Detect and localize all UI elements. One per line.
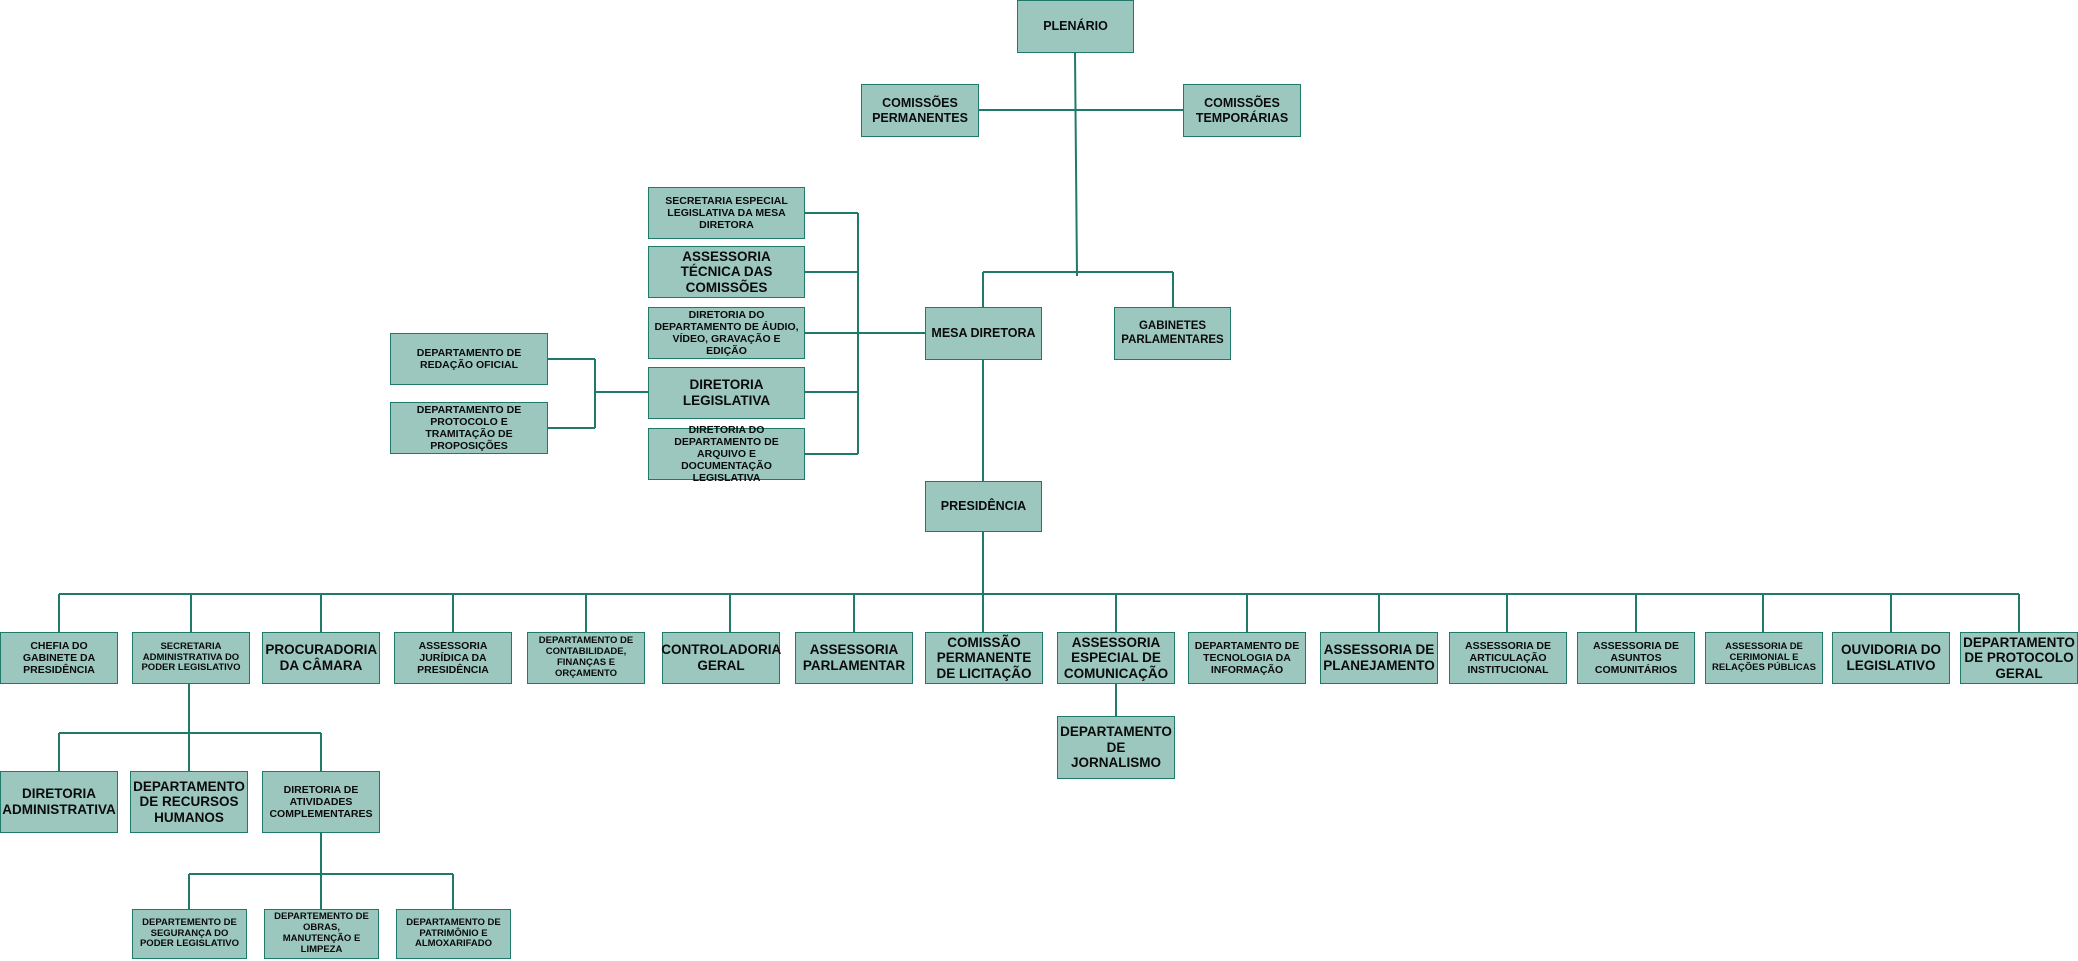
node-label: SECRETARIA ESPECIAL LEGISLATIVA DA MESA … [665,194,788,232]
node-dept-protocolo-tramitacao: DEPARTAMENTO DE PROTOCOLO E TRAMITAÇÃO D… [390,402,548,454]
node-label: DEPARTAMENTO DE PATRIMÔNIO E ALMOXARIFAD… [406,916,501,950]
node-label: ASSESSORIA PARLAMENTAR [802,642,906,673]
node-label: ASSESSORIA DE PLANEJAMENTO [1323,642,1435,673]
node-label: PLENÁRIO [1043,19,1108,34]
node-label: ASSESSORIA DE CERIMONIAL E RELAÇÕES PÚBL… [1712,640,1816,674]
node-label: DIRETORIA LEGISLATIVA [682,377,771,408]
node-label: CHEFIA DO GABINETE DA PRESIDÊNCIA [22,639,96,677]
node-ouvidoria: OUVIDORIA DO LEGISLATIVO [1832,632,1950,684]
node-assessoria-comunicacao: ASSESSORIA ESPECIAL DE COMUNICAÇÃO [1057,632,1175,684]
node-label: DEPARTEMENTO DE OBRAS, MANUTENÇÃO E LIMP… [274,911,369,955]
node-label: SECRETARIA ADMINISTRATIVA DO PODER LEGIS… [141,640,241,674]
node-assessoria-cerimonial: ASSESSORIA DE CERIMONIAL E RELAÇÕES PÚBL… [1705,632,1823,684]
node-dept-recursos-humanos: DEPARTAMENTO DE RECURSOS HUMANOS [130,771,248,833]
node-comissao-licitacao: COMISSÃO PERMANENTE DE LICITAÇÃO [925,632,1043,684]
node-label: DEPARTAMENTO DE TECNOLOGIA DA INFORMAÇÃO [1194,639,1300,677]
node-assessoria-planejamento: ASSESSORIA DE PLANEJAMENTO [1320,632,1438,684]
node-label: GABINETES PARLAMENTARES [1121,320,1224,346]
node-presidencia: PRESIDÊNCIA [925,481,1042,532]
node-assessoria-juridica: ASSESSORIA JURÍDICA DA PRESIDÊNCIA [394,632,512,684]
node-label: DEPARTAMENTO DE PROTOCOLO GERAL [1963,634,2075,681]
node-diretoria-arquivo: DIRETORIA DO DEPARTAMENTO DE ARQUIVO E D… [648,424,805,484]
node-label: DEPARTAMENTO DE JORNALISMO [1060,724,1172,771]
node-dept-obras: DEPARTEMENTO DE OBRAS, MANUTENÇÃO E LIMP… [264,909,379,959]
node-dept-patrimonio: DEPARTAMENTO DE PATRIMÔNIO E ALMOXARIFAD… [396,909,511,959]
node-mesa-diretora: MESA DIRETORA [925,307,1042,360]
node-label: COMISSÕES TEMPORÁRIAS [1195,96,1289,125]
node-comissoes-temporarias: COMISSÕES TEMPORÁRIAS [1183,84,1301,137]
node-label: DIRETORIA DO DEPARTAMENTO DE ÁUDIO, VÍDE… [654,308,799,358]
node-label: ASSESSORIA ESPECIAL DE COMUNICAÇÃO [1063,634,1169,681]
node-label: DEPARTAMENTO DE CONTABILIDADE, FINANÇAS … [538,635,634,679]
node-label: DEPARTAMENTO DE RECURSOS HUMANOS [133,778,245,825]
node-assessoria-articulacao: ASSESSORIA DE ARTICULAÇÃO INSTITUCIONAL [1449,632,1567,684]
node-dept-tecnologia: DEPARTAMENTO DE TECNOLOGIA DA INFORMAÇÃO [1188,632,1306,684]
node-secretaria-administrativa: SECRETARIA ADMINISTRATIVA DO PODER LEGIS… [132,632,250,684]
node-label: MESA DIRETORA [931,326,1036,341]
node-diretoria-administrativa: DIRETORIA ADMINISTRATIVA [0,771,118,833]
node-assessoria-parlamentar: ASSESSORIA PARLAMENTAR [795,632,913,684]
node-controladoria: CONTROLADORIA GERAL [661,632,782,684]
node-dept-jornalismo: DEPARTAMENTO DE JORNALISMO [1057,716,1175,779]
node-label: DIRETORIA DE ATIVIDADES COMPLEMENTARES [269,783,373,821]
node-dept-protocolo-geral: DEPARTAMENTO DE PROTOCOLO GERAL [1960,632,2078,684]
connector [1074,52,1078,277]
node-label: ASSESSORIA DE ARTICULAÇÃO INSTITUCIONAL [1465,639,1551,677]
node-label: DEPARTAMENTO DE PROTOCOLO E TRAMITAÇÃO D… [416,403,522,453]
node-diretoria-legislativa: DIRETORIA LEGISLATIVA [648,367,805,419]
node-dept-seguranca: DEPARTEMENTO DE SEGURANÇA DO PODER LEGIS… [132,909,247,959]
node-label: ASSESSORIA DE ASUNTOS COMUNITÁRIOS [1593,639,1679,677]
node-diretoria-audio: DIRETORIA DO DEPARTAMENTO DE ÁUDIO, VÍDE… [648,307,805,359]
node-diretoria-atividades: DIRETORIA DE ATIVIDADES COMPLEMENTARES [262,771,380,833]
node-dept-contabilidade: DEPARTAMENTO DE CONTABILIDADE, FINANÇAS … [527,632,645,684]
node-label: ASSESSORIA TÉCNICA DAS COMISSÕES [680,248,773,295]
node-chefia-gabinete: CHEFIA DO GABINETE DA PRESIDÊNCIA [0,632,118,684]
node-label: DIRETORIA DO DEPARTAMENTO DE ARQUIVO E D… [674,423,779,485]
node-secretaria-especial: SECRETARIA ESPECIAL LEGISLATIVA DA MESA … [648,187,805,239]
node-label: PROCURADORIA DA CÂMARA [265,642,378,673]
node-gabinetes: GABINETES PARLAMENTARES [1114,307,1231,360]
node-dept-redacao: DEPARTAMENTO DE REDAÇÃO OFICIAL [390,333,548,385]
node-procuradoria: PROCURADORIA DA CÂMARA [262,632,380,684]
node-label: PRESIDÊNCIA [940,499,1027,514]
node-label: DEPARTEMENTO DE SEGURANÇA DO PODER LEGIS… [139,916,240,950]
node-label: CONTROLADORIA GERAL [661,642,782,673]
node-label: COMISSÃO PERMANENTE DE LICITAÇÃO [936,634,1032,681]
node-assessoria-comunitarios: ASSESSORIA DE ASUNTOS COMUNITÁRIOS [1577,632,1695,684]
node-label: COMISSÕES PERMANENTES [872,96,968,125]
node-label: DEPARTAMENTO DE REDAÇÃO OFICIAL [416,346,522,371]
node-comissoes-permanentes: COMISSÕES PERMANENTES [861,84,979,137]
node-assessoria-tecnica: ASSESSORIA TÉCNICA DAS COMISSÕES [648,246,805,298]
node-label: ASSESSORIA JURÍDICA DA PRESIDÊNCIA [417,639,489,677]
node-label: OUVIDORIA DO LEGISLATIVO [1840,642,1941,673]
node-plenario: PLENÁRIO [1017,0,1134,53]
node-label: DIRETORIA ADMINISTRATIVA [2,786,116,817]
